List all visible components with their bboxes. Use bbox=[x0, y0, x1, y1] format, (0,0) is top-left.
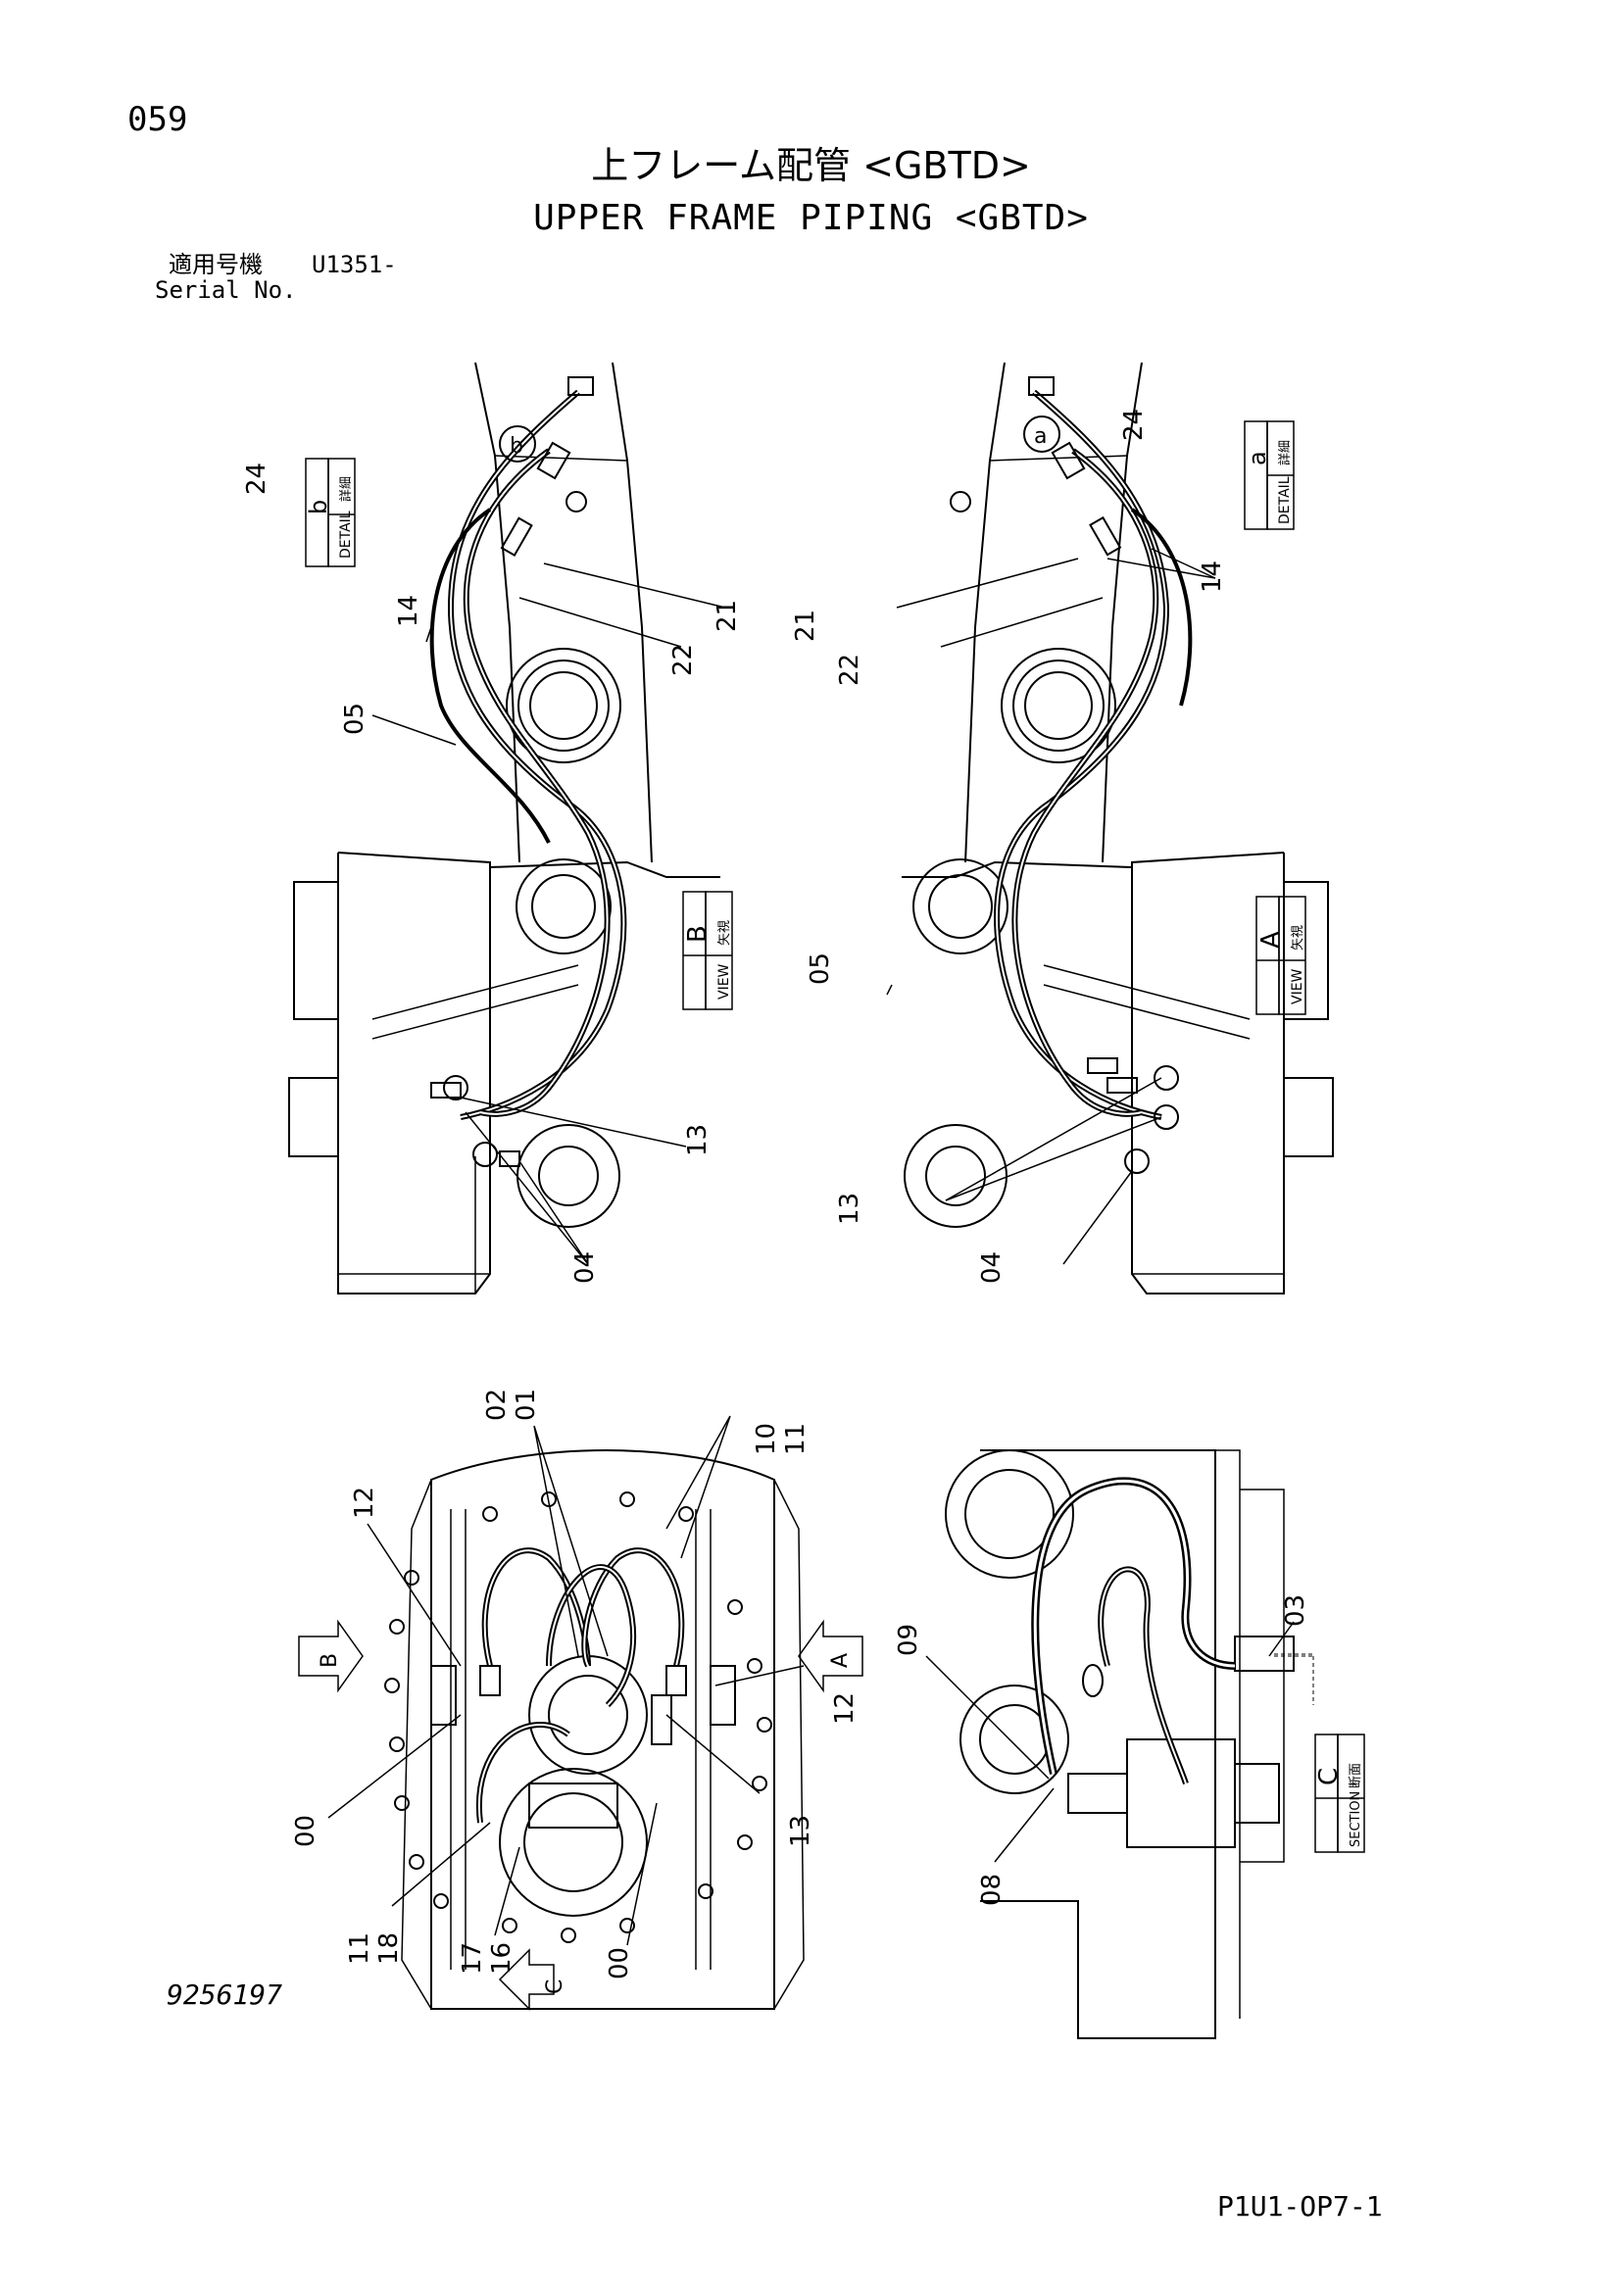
callout-13-left: 13 bbox=[683, 1124, 713, 1156]
callout-08: 08 bbox=[977, 1874, 1007, 1906]
callout-10: 10 bbox=[752, 1423, 781, 1455]
callout-09: 09 bbox=[894, 1624, 923, 1656]
section-c-label bbox=[1314, 1734, 1365, 1853]
callout-22-right: 22 bbox=[835, 654, 864, 686]
callout-17: 17 bbox=[458, 1942, 487, 1975]
detail-a-jp: 詳細 bbox=[1277, 440, 1293, 465]
callout-13-plan: 13 bbox=[786, 1815, 815, 1847]
callout-05-right: 05 bbox=[806, 953, 835, 985]
callout-14-left: 14 bbox=[394, 595, 423, 627]
serial-number-value: U1351- bbox=[312, 251, 397, 278]
view-a-arrow bbox=[798, 1619, 863, 1693]
callout-16: 16 bbox=[487, 1942, 516, 1975]
view-b-drawing bbox=[288, 362, 726, 1295]
page-title-english: UPPER FRAME PIPING <GBTD> bbox=[533, 198, 1089, 238]
detail-a-marker bbox=[1023, 415, 1060, 453]
detail-a-en: DETAIL bbox=[1277, 476, 1293, 524]
view-a-label bbox=[1255, 896, 1306, 1015]
detail-b-marker bbox=[499, 425, 536, 463]
callout-22-left: 22 bbox=[668, 644, 698, 676]
drawing-number: 9256197 bbox=[167, 1978, 283, 2011]
callout-14-right: 14 bbox=[1198, 561, 1227, 593]
detail-b-label bbox=[305, 458, 356, 567]
callout-00-bottom: 00 bbox=[605, 1947, 634, 1979]
callout-18: 18 bbox=[374, 1932, 404, 1965]
view-a-letter: A bbox=[1256, 931, 1286, 949]
callout-03: 03 bbox=[1281, 1594, 1310, 1627]
section-c-drawing bbox=[925, 1449, 1314, 2039]
callout-21-left: 21 bbox=[713, 600, 742, 632]
callout-24-right: 24 bbox=[1119, 409, 1149, 441]
view-a-jp: 矢視 bbox=[1291, 925, 1305, 951]
callout-13-right: 13 bbox=[835, 1193, 864, 1225]
callout-11-bottom: 11 bbox=[345, 1932, 374, 1965]
page-number: 059 bbox=[127, 100, 188, 139]
callout-04-left: 04 bbox=[570, 1251, 600, 1284]
view-b-arrow bbox=[298, 1619, 364, 1693]
callout-12-left: 12 bbox=[350, 1487, 379, 1519]
callout-24-left: 24 bbox=[242, 463, 271, 495]
section-c-arrow bbox=[498, 1948, 555, 2011]
detail-a-label bbox=[1244, 420, 1295, 530]
detail-a-letter: a bbox=[1244, 451, 1271, 465]
callout-12-right: 12 bbox=[830, 1692, 860, 1725]
view-a-en: VIEW bbox=[1290, 968, 1305, 1004]
view-b-label bbox=[682, 891, 733, 1010]
section-c-jp: 断面 bbox=[1349, 1763, 1363, 1788]
arrow-c-text: C bbox=[543, 1979, 567, 1994]
callout-01: 01 bbox=[512, 1389, 541, 1421]
sheet-identifier: P1U1-OP7-1 bbox=[1217, 2190, 1383, 2223]
marker-a-text: a bbox=[1034, 424, 1047, 449]
view-b-letter: B bbox=[683, 925, 713, 943]
section-c-letter: C bbox=[1314, 1768, 1344, 1785]
callout-05-left: 05 bbox=[340, 703, 369, 735]
detail-b-letter: b bbox=[305, 500, 332, 514]
view-a-drawing bbox=[886, 362, 1334, 1295]
marker-b-text: b bbox=[510, 434, 523, 459]
callout-02: 02 bbox=[482, 1389, 512, 1421]
detail-b-jp: 詳細 bbox=[338, 476, 354, 502]
detail-b-en: DETAIL bbox=[338, 511, 354, 559]
callout-21-right: 21 bbox=[791, 610, 820, 642]
callout-11-top: 11 bbox=[781, 1423, 811, 1455]
serial-label-japanese: 適用号機 bbox=[169, 251, 263, 278]
arrow-b-text: B bbox=[318, 1653, 342, 1668]
view-b-en: VIEW bbox=[716, 963, 732, 1000]
callout-04-right: 04 bbox=[977, 1251, 1007, 1284]
page-title-japanese: 上フレーム配管 <GBTD> bbox=[591, 144, 1031, 187]
callout-00-left: 00 bbox=[291, 1815, 320, 1847]
serial-label-english: Serial No. bbox=[155, 276, 297, 304]
view-b-jp: 矢視 bbox=[717, 920, 732, 946]
section-c-en: SECTION bbox=[1349, 1791, 1363, 1847]
arrow-a-text: A bbox=[828, 1653, 853, 1668]
plan-view-drawing bbox=[298, 1415, 863, 2011]
